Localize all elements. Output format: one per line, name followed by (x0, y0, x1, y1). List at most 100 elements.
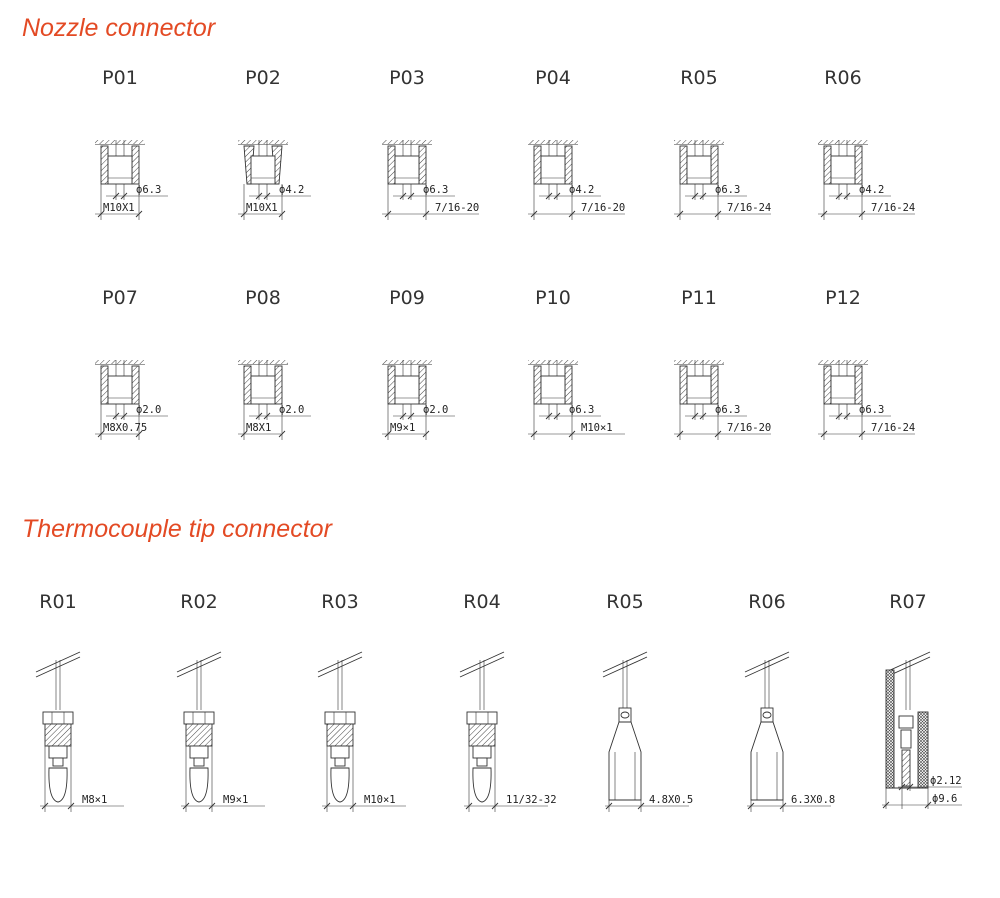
dimension-tick (605, 802, 613, 810)
surface-hatch (528, 140, 578, 144)
cable-sheath-line (744, 651, 790, 673)
threaded-body (326, 723, 354, 747)
dimension-tick (120, 412, 128, 420)
threaded-body (185, 723, 213, 747)
dimension-tick (263, 412, 271, 420)
wall-section (131, 145, 140, 185)
diameter-label: ϕ6.3 (859, 404, 884, 416)
probe-tip (901, 749, 911, 787)
sleeve-wall (885, 669, 895, 789)
cable-sheath-line (744, 656, 790, 678)
wall-section (387, 145, 396, 185)
bore-outline (540, 375, 566, 405)
cable-sheath-line (602, 656, 648, 678)
dimension-tick (714, 430, 722, 438)
part-code-label: R07 (889, 591, 926, 613)
wall-section (564, 145, 573, 185)
sensing-tip (330, 767, 350, 803)
crimp-hole (620, 711, 630, 719)
part-code-label: R06 (748, 591, 785, 613)
bore-outline (250, 375, 276, 405)
dimension-tick (545, 192, 553, 200)
wall-section (387, 365, 396, 405)
part-code-label: P08 (245, 287, 281, 309)
diameter-label: ϕ4.2 (569, 184, 594, 196)
cable-sheath-line (35, 656, 81, 678)
wall-section (418, 145, 427, 185)
collar (52, 757, 64, 767)
hex-nut (466, 711, 498, 725)
part-code-label: R05 (680, 67, 717, 89)
dimension-tick (41, 802, 49, 810)
inner-ferrule (898, 715, 914, 729)
bore-outline (107, 375, 133, 405)
part-code-label: R02 (180, 591, 217, 613)
wall-section (854, 145, 863, 185)
thread-label: ϕ9.6 (932, 793, 957, 805)
dimension-tick (278, 210, 286, 218)
dimension-tick (553, 412, 561, 420)
dimension-tick (691, 412, 699, 420)
part-code-label: R03 (321, 591, 358, 613)
dimension-tick (384, 430, 392, 438)
cable-sheath-line (459, 651, 505, 673)
dimension-tick (491, 802, 499, 810)
thread-label: M10X1 (246, 202, 278, 214)
dimension-tick (135, 430, 143, 438)
surface-hatch (674, 360, 724, 364)
dimension-tick (67, 802, 75, 810)
neck (48, 745, 68, 759)
part-code-label: R04 (463, 591, 500, 613)
dimension-tick (898, 783, 906, 791)
bore-outline (540, 155, 566, 185)
surface-hatch (818, 140, 868, 144)
dimension-tick (208, 802, 216, 810)
wall-section (243, 365, 252, 405)
dimension-tick (255, 412, 263, 420)
cable-sheath-line (885, 651, 931, 673)
dimension-tick (97, 430, 105, 438)
part-code-label: R01 (39, 591, 76, 613)
thread-label: M10×1 (364, 794, 396, 806)
hex-nut (42, 711, 74, 725)
bore-outline (686, 155, 712, 185)
dimension-tick (676, 430, 684, 438)
bore-outline (394, 155, 420, 185)
thread-label: 7/16-24 (871, 422, 915, 434)
surface-hatch (238, 140, 288, 144)
diameter-label: ϕ6.3 (423, 184, 448, 196)
collar (193, 757, 205, 767)
surface-hatch (528, 360, 578, 364)
part-code-label: P01 (102, 67, 138, 89)
dimension-tick (820, 430, 828, 438)
wall-section (274, 365, 283, 405)
dimension-tick (882, 801, 890, 809)
surface-hatch (818, 360, 868, 364)
bore-outline (250, 155, 276, 185)
threaded-body (468, 723, 496, 747)
dimension-tick (465, 802, 473, 810)
dimension-tick (240, 210, 248, 218)
cable-sheath-line (35, 651, 81, 673)
inner-ferrule (900, 729, 912, 749)
dimension-tick (676, 210, 684, 218)
sensing-tip (48, 767, 68, 803)
dimension-tick (924, 801, 932, 809)
dimension-tick (240, 430, 248, 438)
thermocouple-section-title: Thermocouple tip connector (22, 515, 332, 543)
dimension-tick (835, 412, 843, 420)
wall-section (533, 365, 542, 405)
hex-nut (324, 711, 356, 725)
nozzle-section-title: Nozzle connector (22, 14, 216, 42)
